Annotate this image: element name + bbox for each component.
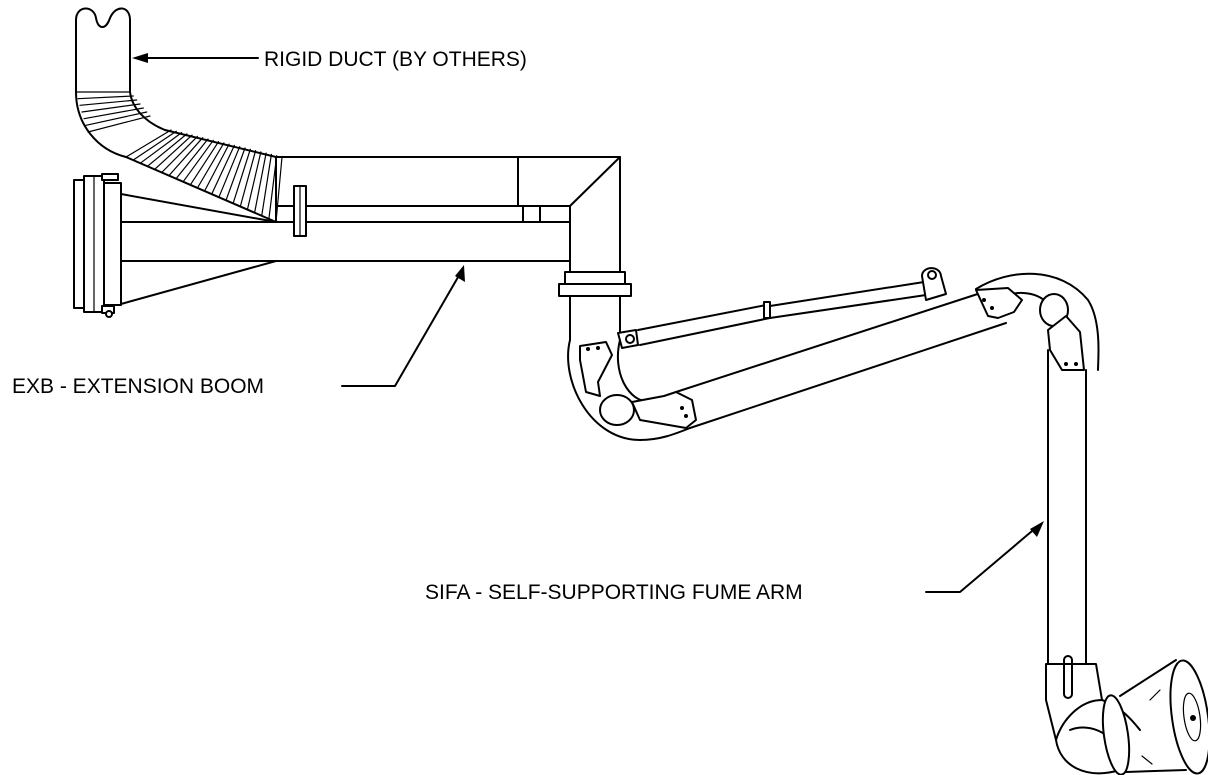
hatch-line bbox=[268, 155, 278, 220]
hatch-line bbox=[154, 134, 193, 170]
hatch-line bbox=[125, 129, 172, 158]
hatch-line bbox=[225, 147, 246, 201]
hatch-line bbox=[161, 135, 198, 174]
hatch-line bbox=[196, 142, 225, 189]
hatch-line bbox=[204, 143, 230, 192]
hatch-line bbox=[246, 151, 262, 211]
hatch-line bbox=[146, 133, 188, 167]
label-rigid-duct: RIGID DUCT (BY OTHERS) bbox=[264, 48, 527, 71]
hatch-line bbox=[182, 139, 214, 183]
hatch-line bbox=[211, 144, 235, 195]
hatch-line bbox=[275, 156, 283, 223]
fume-arm-upper-bend bbox=[975, 272, 1100, 371]
hatch-line bbox=[175, 138, 209, 180]
extension-boom bbox=[73, 156, 632, 341]
hatch-line bbox=[218, 146, 241, 198]
hatch-line bbox=[87, 115, 151, 133]
flexible-hose-elbow bbox=[75, 91, 283, 223]
hatch-line bbox=[232, 148, 251, 204]
label-extension-boom: EXB - EXTENSION BOOM bbox=[12, 375, 264, 398]
fume-arm-vertical-tube bbox=[1047, 349, 1087, 699]
hatch-line bbox=[139, 132, 183, 164]
hatch-line bbox=[85, 111, 148, 126]
fume-hood bbox=[1045, 659, 1208, 775]
label-fume-arm: SIFA - SELF-SUPPORTING FUME ARM bbox=[425, 581, 803, 604]
fume-arm-lower-joint bbox=[567, 339, 697, 441]
rigid-duct bbox=[75, 7, 166, 158]
callout-extension-boom: EXB - EXTENSION BOOM bbox=[12, 265, 465, 398]
hatch-line bbox=[83, 107, 144, 120]
hatch-line bbox=[77, 95, 134, 100]
hatch-line bbox=[261, 153, 272, 217]
fume-arm-middle-section bbox=[617, 267, 1007, 429]
hatch-line bbox=[254, 152, 267, 214]
hatch-line bbox=[132, 130, 177, 161]
hatch-line bbox=[168, 137, 204, 177]
callout-fume-arm: SIFA - SELF-SUPPORTING FUME ARM bbox=[425, 521, 1044, 604]
callout-rigid-duct: RIGID DUCT (BY OTHERS) bbox=[132, 48, 527, 71]
hatch-line bbox=[81, 103, 141, 113]
hatch-line bbox=[189, 141, 220, 186]
hatch-line bbox=[79, 99, 138, 106]
hatch-line bbox=[239, 150, 257, 208]
